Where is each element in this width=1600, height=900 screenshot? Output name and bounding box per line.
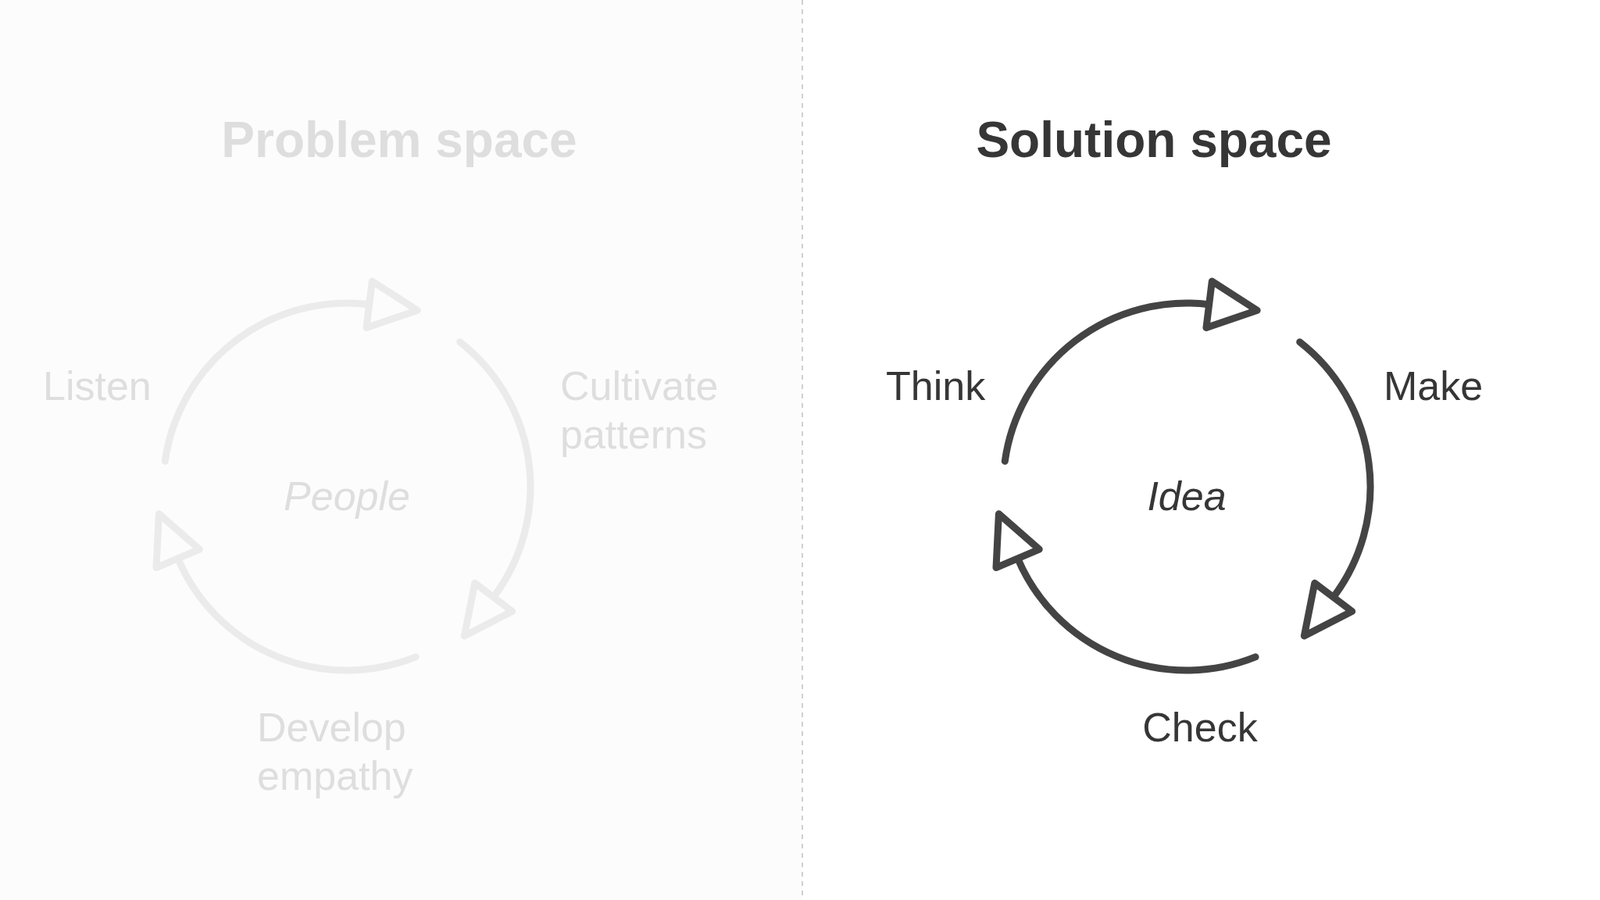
solution-cycle	[978, 256, 1464, 735]
step-label: Think	[885, 361, 986, 411]
step-label: Cultivate patterns	[560, 361, 772, 459]
step-label: Check	[1142, 703, 1258, 752]
problem-cycle	[138, 256, 624, 735]
divider-line	[801, 0, 804, 900]
step-label: Develop empathy	[257, 703, 468, 800]
center-label: People	[283, 471, 411, 521]
panel-title: Problem space	[221, 110, 577, 169]
problem-panel	[0, 0, 803, 900]
panel-title: Solution space	[975, 110, 1332, 169]
step-label: Listen	[42, 361, 152, 411]
center-label: Idea	[1146, 471, 1226, 521]
step-label: Make	[1383, 361, 1483, 411]
